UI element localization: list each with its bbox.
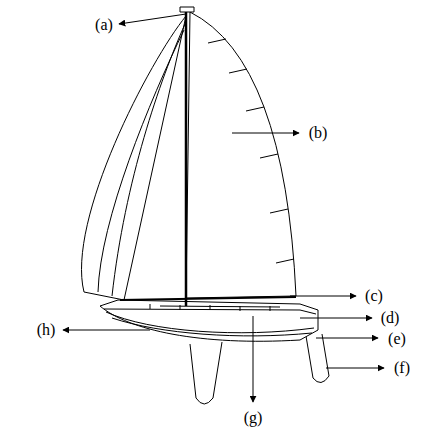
callout-label: (d) <box>381 310 400 326</box>
deck-fittings <box>150 304 280 311</box>
jib-seam <box>98 30 184 292</box>
mainsail <box>186 12 296 298</box>
leader-line <box>300 318 372 319</box>
hull <box>100 300 318 341</box>
sail-battens <box>208 39 294 263</box>
leader-line <box>290 296 356 297</box>
callout-label: (b) <box>309 125 328 141</box>
leader-line <box>232 133 299 134</box>
masthead <box>180 7 194 12</box>
jib <box>82 16 186 300</box>
leader-line <box>253 316 254 402</box>
callout-label: (c) <box>365 288 383 304</box>
callout-label: (g) <box>244 410 263 426</box>
hull-stripe <box>112 318 312 336</box>
leader-line <box>63 330 150 331</box>
leader-line <box>326 368 384 369</box>
rudder <box>306 334 329 383</box>
callout-label: (h) <box>37 322 56 338</box>
jib-seam <box>112 24 185 296</box>
mast <box>185 10 188 306</box>
leader-line <box>119 14 186 24</box>
leader-line <box>316 338 378 339</box>
callout-label: (e) <box>388 331 406 347</box>
callout-label: (f) <box>394 360 410 376</box>
callout-label: (a) <box>95 17 113 33</box>
keel <box>190 342 222 404</box>
boom <box>120 297 296 300</box>
